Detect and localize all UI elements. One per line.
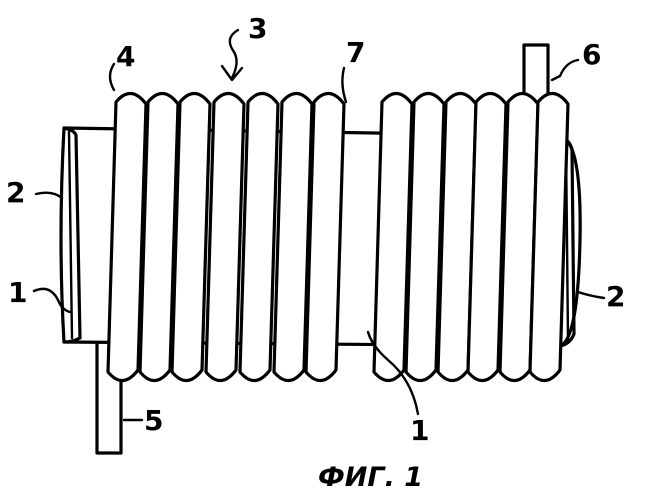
coil-winding — [108, 93, 568, 380]
label-first-turn: 4 — [116, 40, 135, 73]
label-coil: 3 — [248, 12, 267, 45]
label-lower-lead: 5 — [144, 404, 163, 437]
label-upper-lead: 6 — [582, 38, 601, 71]
figure-caption: ФИГ. 1 — [318, 462, 423, 493]
winding-turn — [306, 93, 344, 380]
label-end-face-left: 2 — [6, 176, 25, 209]
label-end-face-right: 2 — [606, 280, 625, 313]
winding-turn — [172, 93, 210, 380]
winding-turn — [240, 93, 278, 380]
winding-turn — [530, 93, 568, 380]
label-gap: 7 — [346, 36, 365, 69]
label-core-bottom: 1 — [410, 414, 429, 447]
label-core-left: 1 — [8, 276, 27, 309]
winding-turn — [206, 93, 244, 380]
